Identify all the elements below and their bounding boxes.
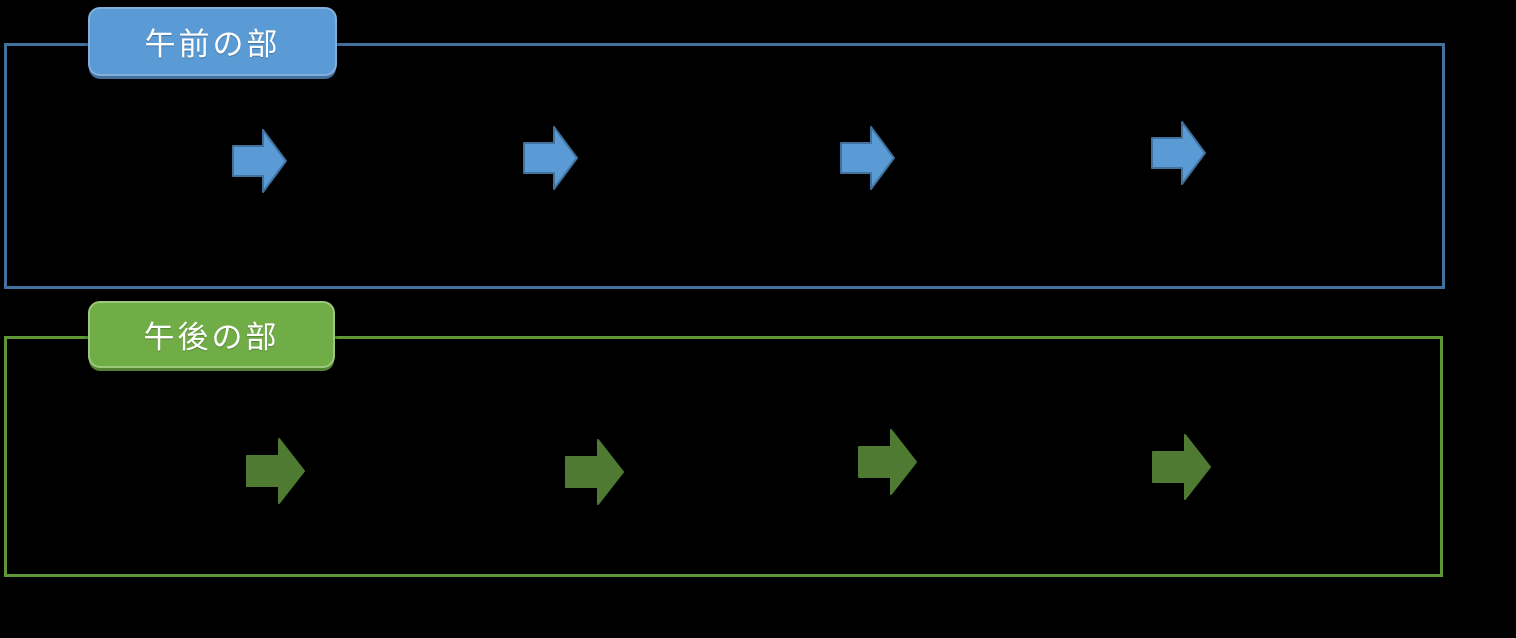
afternoon-section-box [4, 336, 1443, 577]
morning-section-label: 午前の部 [88, 7, 337, 76]
right-arrow-icon [523, 125, 579, 191]
morning-section-label-text: 午前の部 [144, 27, 281, 62]
right-arrow-icon [246, 437, 306, 505]
right-arrow-icon [1151, 120, 1207, 186]
afternoon-section-label: 午後の部 [88, 301, 335, 368]
afternoon-section-label-text: 午後の部 [143, 320, 280, 355]
right-arrow-icon [232, 128, 288, 194]
morning-section-box [4, 43, 1445, 289]
right-arrow-icon [840, 125, 896, 191]
right-arrow-icon [1152, 433, 1212, 501]
right-arrow-icon [858, 428, 918, 496]
right-arrow-icon [565, 438, 625, 506]
